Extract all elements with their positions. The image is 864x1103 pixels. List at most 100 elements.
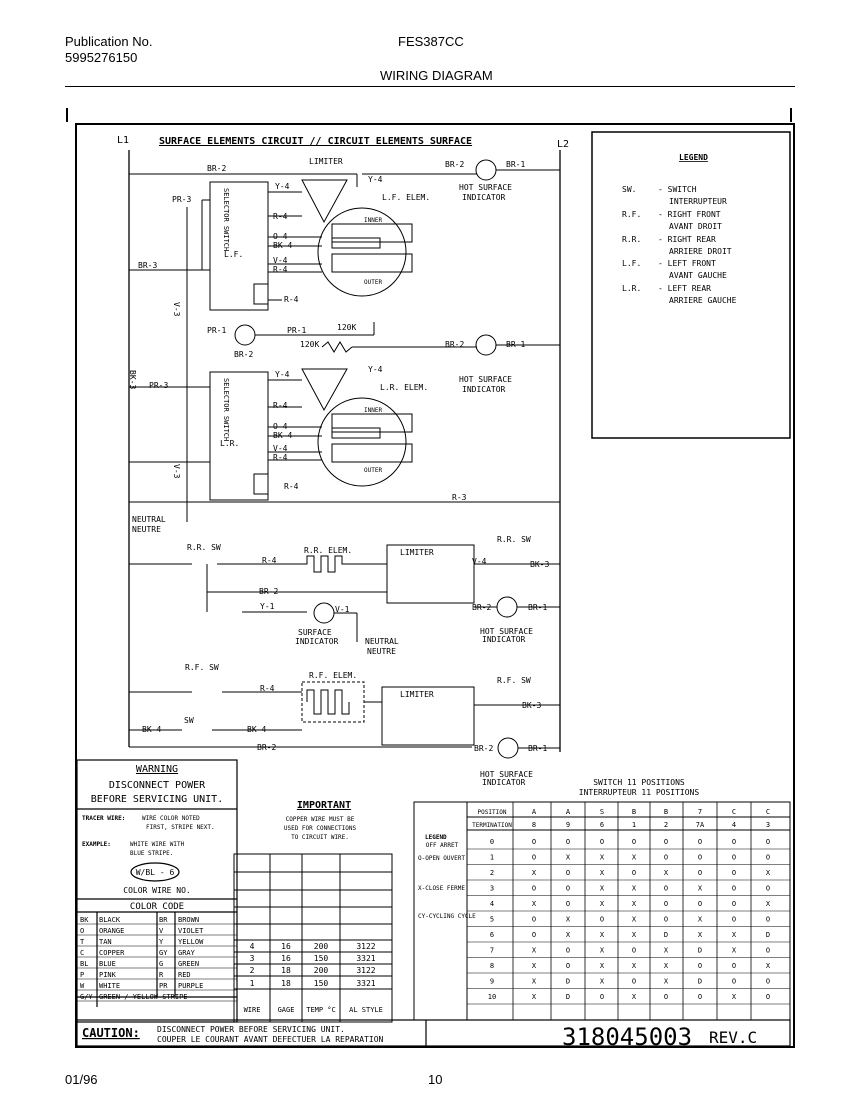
- example-label: EXAMPLE:: [82, 841, 111, 848]
- switch-legend-1: X-CLOSE FERME: [418, 885, 465, 892]
- lr-label: L.R.: [220, 439, 239, 448]
- warning-text: WARNING DISCONNECT POWER BEFORE SERVICIN…: [91, 764, 223, 912]
- switch-off-label: OFF ARRET: [426, 842, 459, 849]
- switch-cell: X: [664, 947, 669, 955]
- switch-col-letter: B: [664, 808, 668, 816]
- switch-cell: X: [600, 885, 605, 893]
- wire-table-cell: 16: [281, 942, 291, 951]
- switch-col-number: 8: [532, 821, 536, 829]
- switch-cell: 1: [490, 854, 494, 862]
- legend-en-0: - SWITCH: [658, 185, 697, 194]
- color-code-cell: BK: [80, 916, 89, 924]
- color-code-cell: GY: [159, 949, 168, 957]
- switch-cell: X: [532, 962, 537, 970]
- v3-label-2: V-3: [172, 464, 181, 479]
- wire-table-cell: 3321: [356, 979, 375, 988]
- switch-cell: O: [600, 838, 604, 846]
- l2-label: L2: [557, 139, 569, 150]
- switch-cell: D: [766, 931, 770, 939]
- switch-cell: X: [632, 854, 637, 862]
- color-code-cell: VIOLET: [178, 927, 204, 935]
- pr1-label-2: PR-1: [287, 326, 306, 335]
- switch-cell: O: [532, 931, 536, 939]
- br1-label-4: BR-1: [528, 744, 547, 753]
- switch-cell: X: [632, 993, 637, 1001]
- v4-label-3: V-4: [472, 557, 487, 566]
- wire-table-cell: 4: [250, 942, 255, 951]
- r4-label-1: R-4: [273, 212, 288, 221]
- switch-cell: O: [664, 993, 668, 1001]
- color-code-title: COLOR CODE: [130, 902, 184, 912]
- diagram-sheet: SURFACE ELEMENTS CIRCUIT // CIRCUIT ELEM…: [75, 123, 795, 1051]
- switch-col-number: 4: [732, 821, 736, 829]
- rr-labels: R.R. SW R-4 R.R. ELEM. LIMITER R.R. SW V…: [187, 535, 549, 656]
- r4-label-2: R-4: [273, 265, 288, 274]
- switch-col-letter: 7: [698, 808, 702, 816]
- legend-en-4: - LEFT REAR: [658, 284, 711, 293]
- important-line2: USED FOR CONNECTIONS: [284, 825, 357, 832]
- switch-col-letter: S: [600, 808, 604, 816]
- switch-cell: O: [698, 869, 702, 877]
- caution-label: CAUTION:: [82, 1026, 140, 1040]
- color-code-cell: WHITE: [99, 982, 120, 990]
- legend-fr-4: ARRIERE GAUCHE: [669, 296, 737, 305]
- wire-table-cell: 3122: [356, 966, 375, 975]
- legend-text: LEGEND SW. - SWITCH INTERRUPTEUR R.F. - …: [622, 153, 737, 305]
- switch-cell: O: [766, 947, 770, 955]
- switch-cell: X: [732, 947, 737, 955]
- indicator-label-4: INDICATOR: [482, 778, 526, 787]
- y4-label-3: Y-4: [275, 370, 290, 379]
- tracer-label: TRACER WIRE:: [82, 815, 125, 822]
- switch-col-number: 2: [664, 821, 668, 829]
- r4-label-3: R-4: [284, 295, 299, 304]
- color-code-cell: G/Y: [80, 993, 93, 1001]
- important-line1: COPPER WIRE MUST BE: [286, 816, 355, 823]
- switch-cell: O: [766, 993, 770, 1001]
- switch-col-number: 3: [766, 821, 770, 829]
- switch-cell: X: [600, 931, 605, 939]
- wire-table-grid: [233, 853, 393, 1023]
- color-code-cell: R: [159, 971, 164, 979]
- color-code-cell: V: [159, 927, 164, 935]
- header-rule: [65, 86, 795, 87]
- warning-line2: BEFORE SERVICING UNIT.: [91, 794, 223, 805]
- wire-table-cell: 18: [281, 979, 291, 988]
- switch-col-letter: C: [766, 808, 770, 816]
- bk4-label-4: BK-4: [247, 725, 266, 734]
- bk4-label-2: BK-4: [273, 431, 292, 440]
- rf-elem-label: R.F. ELEM.: [309, 671, 357, 680]
- switch-cell: O: [766, 854, 770, 862]
- legend-abbr-3: L.F.: [622, 259, 641, 268]
- color-code-cell: TAN: [99, 938, 112, 946]
- caution-text: CAUTION: DISCONNECT POWER BEFORE SERVICI…: [82, 1023, 757, 1051]
- outer-label-2: OUTER: [364, 467, 382, 474]
- switch-legend-title: LEGEND: [425, 834, 447, 841]
- color-code-cell: YELLOW: [178, 938, 204, 946]
- switch-cell: X: [766, 962, 771, 970]
- neutral-label-2: NEUTRAL: [365, 637, 399, 646]
- switch-cell: O: [532, 838, 536, 846]
- switch-cell: O: [532, 885, 536, 893]
- switch-cell: O: [698, 854, 702, 862]
- warning-text-left: TRACER WIRE: WIRE COLOR NOTED FIRST, STR…: [82, 815, 215, 857]
- inner-label-1: INNER: [364, 217, 382, 224]
- switch-cell: O: [732, 869, 736, 877]
- legend-title: LEGEND: [679, 153, 708, 162]
- wire-table-cell: 3: [250, 954, 255, 963]
- r3-label: R-3: [452, 493, 467, 502]
- switch-cell: O: [566, 900, 570, 908]
- surface-indicator-label-1: SURFACE: [298, 628, 332, 637]
- switch-cell: X: [600, 869, 605, 877]
- switch-cell: X: [698, 916, 703, 924]
- wire-table-header: TEMP °C: [306, 1006, 336, 1014]
- publication-label: Publication No.: [65, 34, 153, 49]
- y4-label-2: Y-4: [368, 175, 383, 184]
- rr-sw-label: R.R. SW: [187, 543, 221, 552]
- v4-label-2: V-4: [273, 444, 288, 453]
- pr1-label-1: PR-1: [207, 326, 226, 335]
- legend-abbr-2: R.R.: [622, 235, 641, 244]
- switch-cell: O: [632, 869, 636, 877]
- caution-line2: COUPER LE COURANT AVANT DEFECTUER LA REP…: [157, 1035, 384, 1044]
- switch-cell: D: [664, 931, 668, 939]
